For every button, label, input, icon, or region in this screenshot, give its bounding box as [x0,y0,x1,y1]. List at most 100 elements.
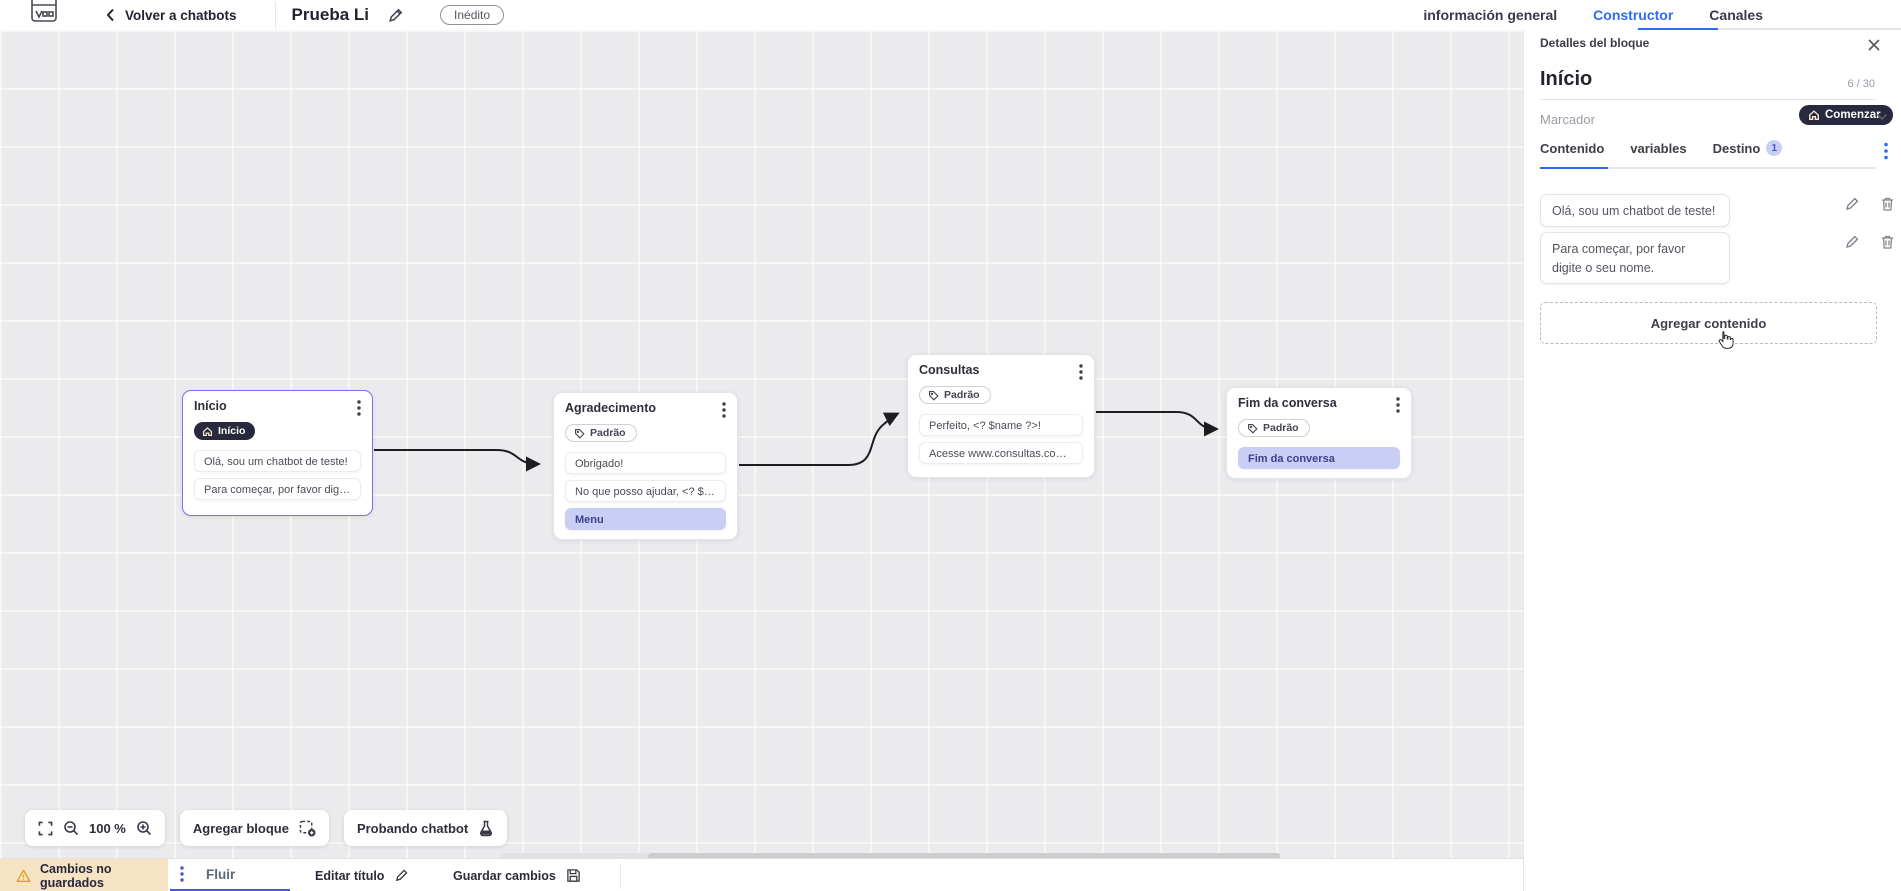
marker-value: Comenzar [1825,109,1881,121]
home-icon [1808,109,1820,121]
horizontal-scrollbar-track[interactable] [500,853,648,858]
header: Volver a chatbots Prueba Li Inédito info… [0,0,1901,30]
edge-consultas-fim [1096,411,1219,437]
flow-menu-icon[interactable] [180,866,184,882]
back-to-chatbots-button[interactable]: Volver a chatbots [106,8,237,23]
home-icon [202,426,213,437]
tab-variables[interactable]: variables [1630,140,1687,156]
node-title: Fim da conversa [1238,396,1337,410]
node-message-item[interactable]: Obrigado! [565,451,726,474]
add-content-button[interactable]: Agregar contenido [1540,302,1877,344]
tag-icon [1247,423,1258,434]
panel-tabs: Contenido variables Destino 1 [1540,140,1783,166]
node-consultas[interactable]: Consultas Padrão Perfeito, <? $name ?>! … [907,354,1095,478]
node-badge-label: Padrão [1263,422,1299,434]
marker-select[interactable]: Comenzar [1799,105,1893,125]
page-title: Prueba Li [291,5,370,24]
destino-count-badge: 1 [1766,140,1783,156]
node-message-item[interactable]: Para começar, por favor digite o ... [194,477,361,500]
edit-content-pencil-icon[interactable] [1844,234,1860,250]
header-tabs: información general Constructor Canales [1419,0,1767,30]
tag-icon [574,428,585,439]
chevron-left-icon [106,8,115,22]
status-badge: Inédito [440,5,505,25]
app-logo-icon [30,0,60,27]
node-menu-block-item[interactable]: Menu [565,507,726,530]
unsaved-changes-badge: Cambios no guardados [0,859,168,891]
test-chatbot-label: Probando chatbot [356,820,469,836]
node-end-block-item[interactable]: Fim da conversa [1238,446,1400,469]
flow-canvas[interactable]: Início Início Olá, sou um chatbot de tes… [0,30,1523,858]
header-divider [274,2,276,28]
block-details-panel: Detalles del bloque Início 6 / 30 Marcad… [1523,30,1901,891]
tab-destino[interactable]: Destino 1 [1713,140,1783,166]
node-title: Consultas [919,363,980,377]
panel-tabs-underline-active [1540,167,1608,169]
test-chatbot-button[interactable]: Probando chatbot [343,810,508,846]
node-menu-icon[interactable] [1396,397,1400,413]
node-title: Agradecimento [565,401,656,415]
edit-title-label: Editar título [315,868,385,883]
delete-content-trash-icon[interactable] [1880,196,1895,212]
node-title: Início [194,399,227,413]
block-name-input[interactable]: Início [1540,68,1593,90]
panel-title: Detalles del bloque [1540,36,1650,50]
node-badge-label: Início [218,425,246,437]
char-counter: 6 / 30 [1847,78,1875,90]
save-label: Guardar cambios [453,868,556,883]
node-menu-icon[interactable] [1079,364,1083,380]
node-message-item[interactable]: No que posso ajudar, <? $name ... [565,479,726,502]
panel-tabs-underline-track [1540,167,1876,169]
flask-icon [478,820,494,837]
bottom-bar-divider [620,863,621,889]
edit-content-pencil-icon[interactable] [1844,196,1860,212]
flow-tab-label: Fluir [206,866,236,882]
node-fim-da-conversa[interactable]: Fim da conversa Padrão Fim da conversa [1226,387,1412,479]
delete-content-trash-icon[interactable] [1880,234,1895,250]
node-badge-default: Padrão [919,386,991,404]
node-badge-label: Padrão [944,389,980,401]
add-block-label: Agregar bloque [192,820,289,836]
back-label: Volver a chatbots [125,7,237,23]
marker-label: Marcador [1540,112,1595,127]
active-tab-underline [1638,28,1718,30]
node-menu-icon[interactable] [722,402,726,418]
content-item[interactable]: Olá, sou um chatbot de teste! [1540,194,1730,227]
node-inicio[interactable]: Início Início Olá, sou um chatbot de tes… [182,390,373,516]
zoom-out-icon[interactable] [63,820,79,836]
pencil-icon [394,868,409,883]
node-agradecimento[interactable]: Agradecimento Padrão Obrigado! No que po… [553,392,738,540]
tab-contenido[interactable]: Contenido [1540,140,1605,156]
edit-title-pencil-icon[interactable] [387,7,404,24]
bottom-bar: Cambios no guardados Fluir Editar título… [0,858,1523,891]
close-icon[interactable] [1867,38,1881,52]
add-block-button[interactable]: Agregar bloque [179,810,329,846]
tab-constructor[interactable]: Constructor [1593,7,1674,23]
node-message-item[interactable]: Perfeito, <? $name ?>! [919,413,1083,436]
node-message-item[interactable]: Acesse www.consultas.com par... [919,441,1083,464]
zoom-in-icon[interactable] [136,820,152,836]
edge-inicio-agradecimento [374,449,541,472]
node-message-item[interactable]: Olá, sou um chatbot de teste! [194,449,361,472]
tab-underline-track [1718,28,1901,30]
panel-menu-icon[interactable] [1884,142,1888,160]
tab-canales[interactable]: Canales [1709,7,1763,23]
tab-informacion-general[interactable]: información general [1423,7,1558,23]
zoom-level: 100 % [89,820,126,836]
add-block-icon [299,820,316,837]
save-changes-button[interactable]: Guardar cambios [453,859,581,891]
flow-tab[interactable]: Fluir [170,859,290,891]
node-badge-default: Padrão [1238,419,1310,437]
node-menu-icon[interactable] [357,400,361,416]
edit-title-button[interactable]: Editar título [315,859,409,891]
edge-agradecimento-consultas [739,412,900,466]
content-item[interactable]: Para começar, por favor digite o seu nom… [1540,232,1730,284]
zoom-controls: 100 % [25,810,165,846]
canvas-toolbar: 100 % Agregar bloque Probando chatbot [25,810,508,846]
horizontal-scrollbar-thumb[interactable] [648,853,1280,858]
node-badge-default: Padrão [565,424,637,442]
node-badge-label: Padrão [590,427,626,439]
fullscreen-icon[interactable] [38,821,53,836]
chevron-down-icon[interactable] [1876,113,1888,121]
